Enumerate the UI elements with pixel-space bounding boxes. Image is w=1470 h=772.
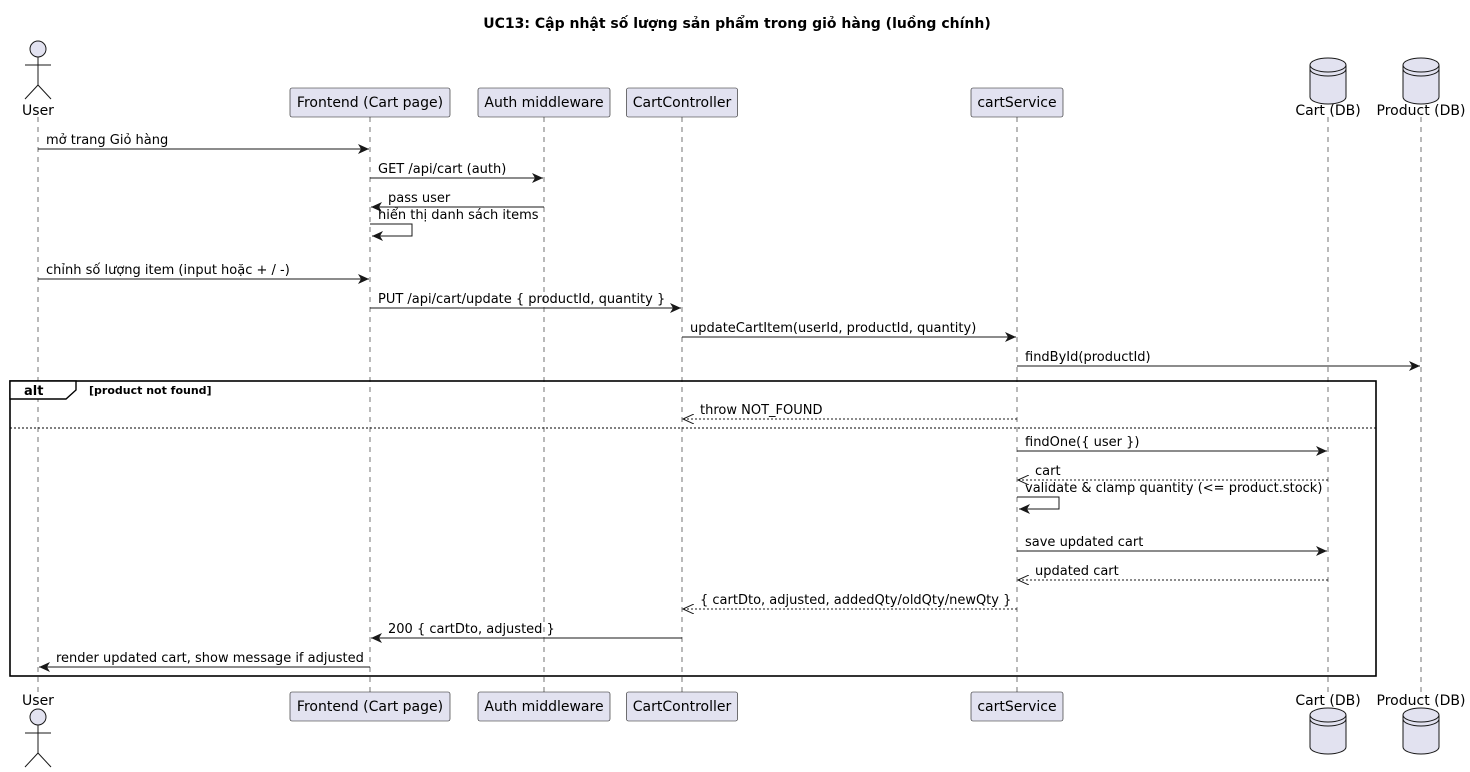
- message-16: 200 { cartDto, adjusted }: [371, 622, 682, 643]
- message-6: PUT /api/cart/update { productId, quanti…: [370, 292, 681, 313]
- participant-controller-top: CartController: [626, 87, 738, 118]
- message-13: save updated cart: [1017, 535, 1327, 556]
- alt-frame-keyword: alt: [24, 384, 43, 399]
- message-label: throw NOT_FOUND: [700, 403, 822, 418]
- participant-productdb-bottom: Product (DB): [1377, 693, 1466, 755]
- message-5: chỉnh số lượng item (input hoặc + / -): [38, 263, 369, 284]
- participant-cartdb-bottom: Cart (DB): [1295, 693, 1361, 755]
- database-icon: [1402, 707, 1440, 755]
- message-7: updateCartItem(userId, productId, quanti…: [682, 321, 1016, 342]
- participant-box: [970, 87, 1064, 118]
- participant-frontend-top: Frontend (Cart page): [289, 87, 451, 118]
- participant-service-bottom: cartService: [970, 691, 1064, 722]
- participant-box: [289, 691, 451, 722]
- message-9: throw NOT_FOUND: [683, 403, 1017, 419]
- message-17: render updated cart, show message if adj…: [39, 651, 370, 672]
- participant-name: Auth middleware: [484, 699, 603, 715]
- participant-service-top: cartService: [970, 87, 1064, 118]
- message-label: pass user: [388, 191, 451, 206]
- participant-name: User: [22, 103, 54, 119]
- database-icon: [1309, 57, 1347, 105]
- message-label: cart: [1035, 464, 1061, 479]
- participant-name: cartService: [977, 95, 1056, 111]
- participant-box: [289, 87, 451, 118]
- message-label: PUT /api/cart/update { productId, quanti…: [378, 292, 665, 307]
- message-label: findById(productId): [1025, 350, 1151, 365]
- message-label: GET /api/cart (auth): [378, 162, 506, 177]
- message-label: updateCartItem(userId, productId, quanti…: [690, 321, 976, 336]
- participant-box: [626, 691, 738, 722]
- participant-productdb-top: Product (DB): [1377, 57, 1466, 119]
- alt-frame-label-tab: [9, 380, 77, 400]
- participant-cartdb-top: Cart (DB): [1295, 57, 1361, 119]
- message-label: render updated cart, show message if adj…: [56, 651, 364, 666]
- message-10: findOne({ user }): [1017, 435, 1327, 456]
- message-15: { cartDto, adjusted, addedQty/oldQty/new…: [683, 593, 1017, 609]
- participant-name: CartController: [633, 95, 732, 111]
- message-label: validate & clamp quantity (<= product.st…: [1025, 481, 1322, 496]
- alt-frame: alt [product not found]: [9, 380, 1377, 677]
- message-label: 200 { cartDto, adjusted }: [388, 622, 555, 637]
- participant-name: CartController: [633, 699, 732, 715]
- message-3: pass user: [371, 191, 544, 212]
- message-2: GET /api/cart (auth): [370, 162, 543, 183]
- participant-name: Frontend (Cart page): [297, 95, 443, 111]
- alt-frame-border: [9, 380, 1377, 677]
- participant-controller-bottom: CartController: [626, 691, 738, 722]
- database-icon: [1309, 707, 1347, 755]
- participant-user-bottom: User: [22, 693, 54, 768]
- participant-name: Cart (DB): [1295, 693, 1360, 709]
- message-label: chỉnh số lượng item (input hoặc + / -): [46, 263, 290, 278]
- participant-name: Product (DB): [1377, 103, 1466, 119]
- participant-frontend-bottom: Frontend (Cart page): [289, 691, 451, 722]
- alt-frame-guard: [product not found]: [89, 384, 212, 397]
- message-label: updated cart: [1035, 564, 1119, 579]
- participant-auth-bottom: Auth middleware: [477, 691, 611, 722]
- participant-name: Product (DB): [1377, 693, 1466, 709]
- message-14: updated cart: [1018, 564, 1328, 580]
- message-label: hiển thị danh sách items: [378, 208, 539, 223]
- message-label: findOne({ user }): [1025, 435, 1139, 450]
- message-4: hiển thị danh sách items: [370, 208, 539, 241]
- message-1: mở trang Giỏ hàng: [38, 133, 369, 154]
- participant-name: Frontend (Cart page): [297, 699, 443, 715]
- self-message-arrow: [370, 223, 413, 241]
- participant-name: cartService: [977, 699, 1056, 715]
- message-label: { cartDto, adjusted, addedQty/oldQty/new…: [700, 593, 1011, 608]
- participant-auth-top: Auth middleware: [477, 87, 611, 118]
- participant-box: [626, 87, 738, 118]
- self-message-arrow: [1017, 496, 1060, 514]
- diagram-title: UC13: Cập nhật số lượng sản phẩm trong g…: [483, 15, 990, 32]
- database-icon: [1402, 57, 1440, 105]
- participants-bottom: User Frontend (Cart page) Auth middleware C…: [22, 691, 1466, 768]
- participant-box: [970, 691, 1064, 722]
- message-8: findById(productId): [1017, 350, 1420, 371]
- actor-icon: [24, 708, 52, 768]
- actor-icon: [24, 40, 52, 100]
- participant-name: Auth middleware: [484, 95, 603, 111]
- message-label: save updated cart: [1025, 535, 1143, 550]
- message-11: cart: [1018, 464, 1328, 480]
- participant-box: [477, 87, 611, 118]
- participant-name: User: [22, 693, 54, 709]
- participant-name: Cart (DB): [1295, 103, 1360, 119]
- participant-box: [477, 691, 611, 722]
- message-label: mở trang Giỏ hàng: [46, 133, 168, 148]
- message-12: validate & clamp quantity (<= product.st…: [1017, 481, 1322, 514]
- participant-user-top: User: [22, 40, 54, 119]
